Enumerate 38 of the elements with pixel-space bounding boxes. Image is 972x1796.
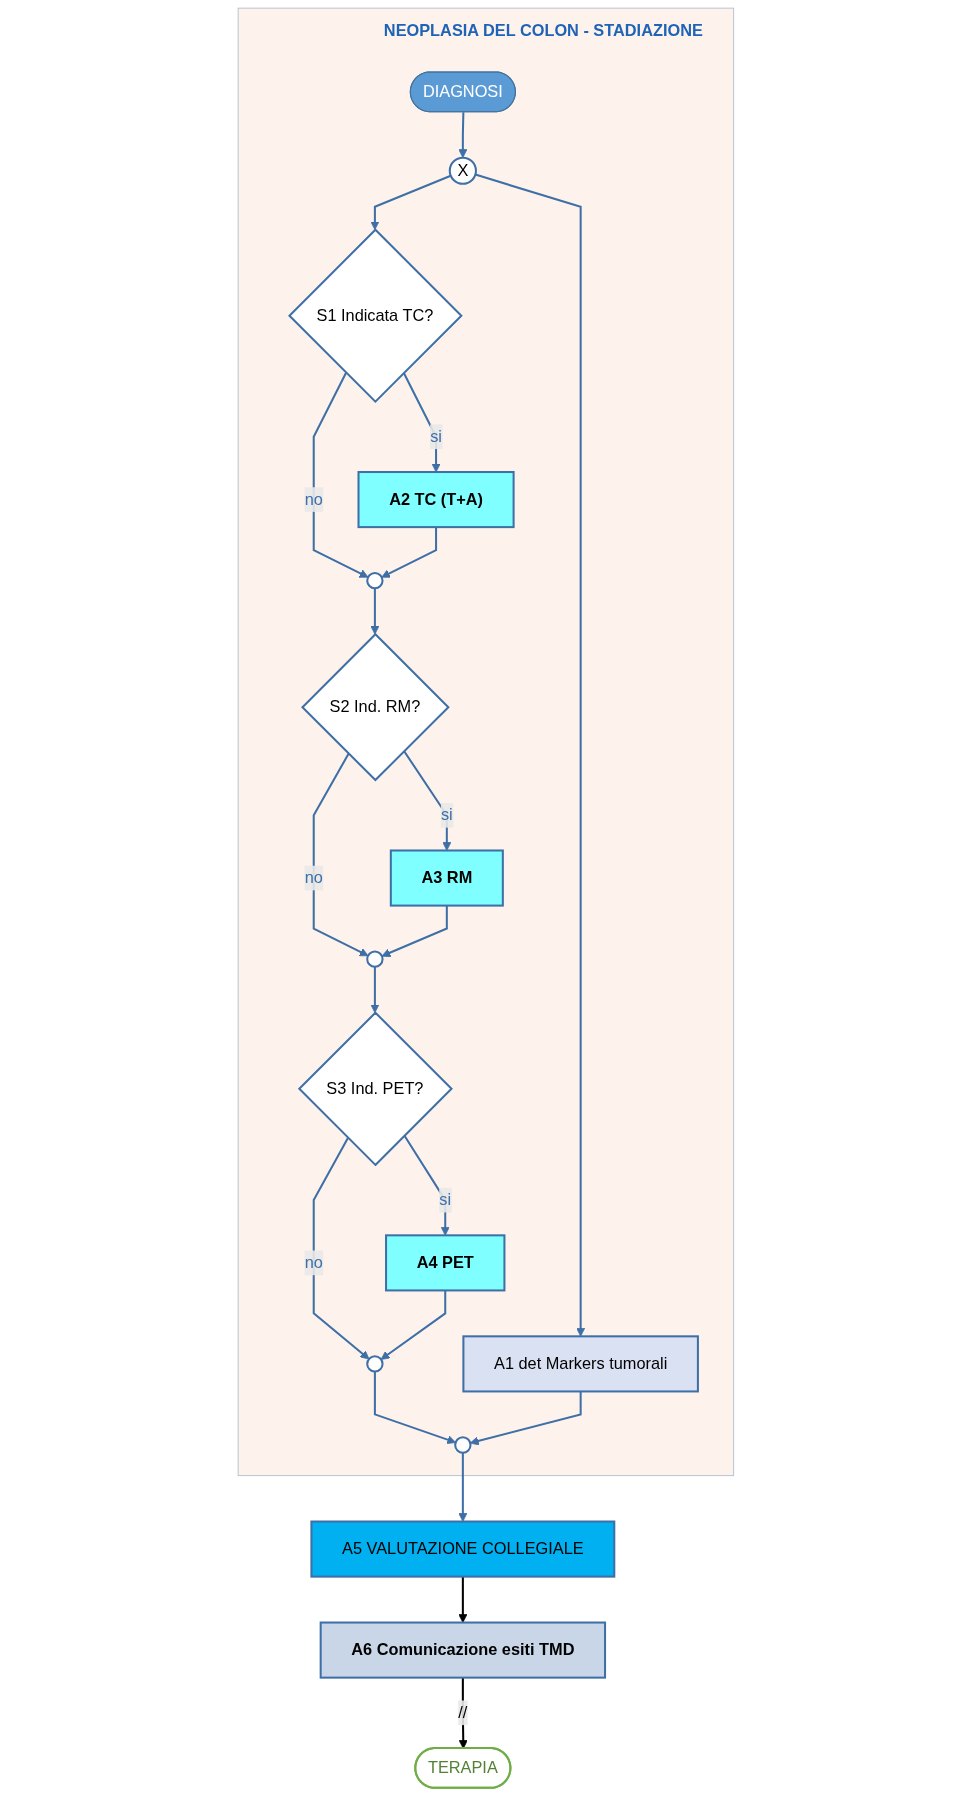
edge-label: si [430,427,443,445]
arrow [381,527,438,578]
node-box [357,471,515,529]
arrow [312,372,369,578]
edge-label: no [304,1253,323,1272]
arrow [458,112,468,159]
node-circle [448,156,478,185]
node-diamond [297,1011,454,1167]
arrow [370,174,452,231]
arrow [312,753,369,957]
node-box [319,1621,607,1679]
arrow [475,173,586,1337]
node-diamond [301,632,450,782]
node-circle [366,572,384,590]
edge-label: no [304,490,323,508]
arrow [458,1452,468,1522]
cluster [237,7,735,1477]
edge-label: no [304,868,323,887]
arrow [370,588,380,635]
node-box [462,1335,700,1393]
arrow [458,1677,468,1749]
node-circle [454,1436,472,1454]
node-circle [366,950,384,968]
arrow [312,1137,370,1360]
node-box [385,1234,506,1292]
arrow [380,1290,447,1360]
arrow [381,905,448,958]
arrow [370,966,380,1014]
node-circle [366,1355,384,1373]
edge-label: // [458,1703,468,1721]
node-diamond [288,228,463,404]
arrow [374,1371,457,1445]
arrow [469,1391,582,1446]
arrow [458,1576,468,1623]
edge-label: si [441,806,453,824]
node-box [389,849,504,907]
node-box [310,1520,616,1578]
edge-label: si [439,1190,452,1209]
